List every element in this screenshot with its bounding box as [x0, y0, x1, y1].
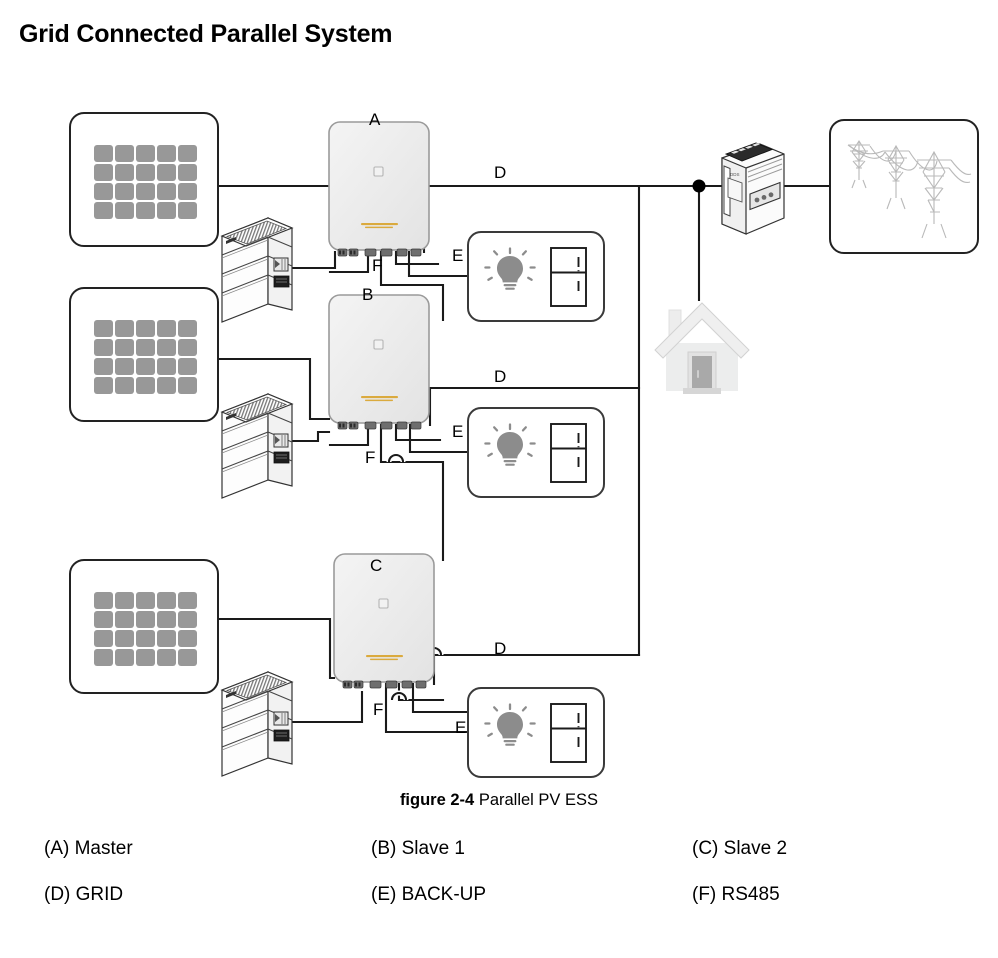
wire-a-rs485-f	[379, 250, 445, 322]
wire-b-rs485-f2	[328, 423, 370, 447]
hop-b-2b	[387, 453, 405, 463]
wire-bat1-to-inverter-a	[288, 250, 337, 270]
wire-pv3-to-inverter-c	[216, 617, 336, 680]
wiring-layer	[216, 184, 832, 734]
wire-a-rs485-f2	[328, 250, 370, 274]
rs485-label-f-3: F	[373, 700, 384, 719]
component-pv-panel-2	[69, 287, 219, 422]
grid-label-d-3: D	[494, 639, 507, 658]
inverter-label-b: B	[362, 285, 374, 304]
backup-label-e-2: E	[452, 422, 464, 441]
hop-c-2b	[390, 691, 408, 701]
component-inverter-c	[333, 553, 435, 689]
inverter-label-a: A	[369, 110, 381, 129]
inverter-label-c: C	[370, 556, 383, 575]
wire-pv2-to-inverter-b	[216, 357, 331, 421]
wire-b-backup-e	[408, 423, 470, 454]
backup-label-e-3: E	[455, 718, 467, 737]
wire-c-backup-e2	[397, 682, 445, 702]
component-utility-grid	[829, 119, 979, 254]
wire-c-rs485-f	[384, 682, 472, 734]
wire-c-grid-d	[432, 653, 641, 686]
legend-item-a: (A) Master	[44, 838, 133, 859]
rs485-label-f-1: F	[372, 256, 383, 275]
component-house	[654, 302, 750, 395]
component-inverter-a	[328, 121, 430, 257]
backup-label-e-1: E	[452, 246, 464, 265]
component-backup-load-3	[466, 686, 606, 779]
component-battery-1	[221, 217, 293, 323]
component-battery-3	[221, 671, 293, 777]
figure-caption: figure 2-4 Parallel PV ESS	[0, 791, 998, 810]
legend-item-e: (E) BACK-UP	[371, 884, 487, 905]
figure-title: Parallel PV ESS	[478, 791, 599, 809]
component-energy-meter	[721, 142, 785, 235]
grid-label-d-2: D	[494, 367, 507, 386]
wire-bat2-to-inverter-b	[288, 430, 331, 443]
legend-item-c: (C) Slave 2	[692, 838, 788, 859]
wire-b-grid-d	[428, 386, 641, 427]
wire-a-backup-e2	[394, 250, 440, 266]
component-inverter-b	[328, 294, 430, 430]
wire-c-backup-e	[411, 682, 470, 714]
legend-item-f: (F) RS485	[692, 884, 780, 905]
component-backup-load-1	[466, 230, 606, 323]
wire-b-backup-e2	[394, 423, 442, 442]
grid-label-d-1: D	[494, 163, 507, 182]
junction-dot	[692, 179, 706, 193]
legend-item-d: (D) GRID	[44, 884, 124, 905]
wire-a-backup-e	[407, 250, 470, 278]
page-title: Grid Connected Parallel System	[19, 20, 393, 48]
component-pv-panel-1	[69, 112, 219, 247]
component-backup-load-2	[466, 406, 606, 499]
rs485-label-f-2: F	[365, 448, 376, 467]
component-pv-panel-3	[69, 559, 219, 694]
legend-item-b: (B) Slave 1	[371, 838, 465, 859]
wire-b-rs485-f	[379, 423, 445, 562]
wire-bat3-to-inverter-c	[288, 690, 364, 724]
component-battery-2	[221, 393, 293, 499]
figure-number: figure 2-4	[399, 791, 475, 809]
